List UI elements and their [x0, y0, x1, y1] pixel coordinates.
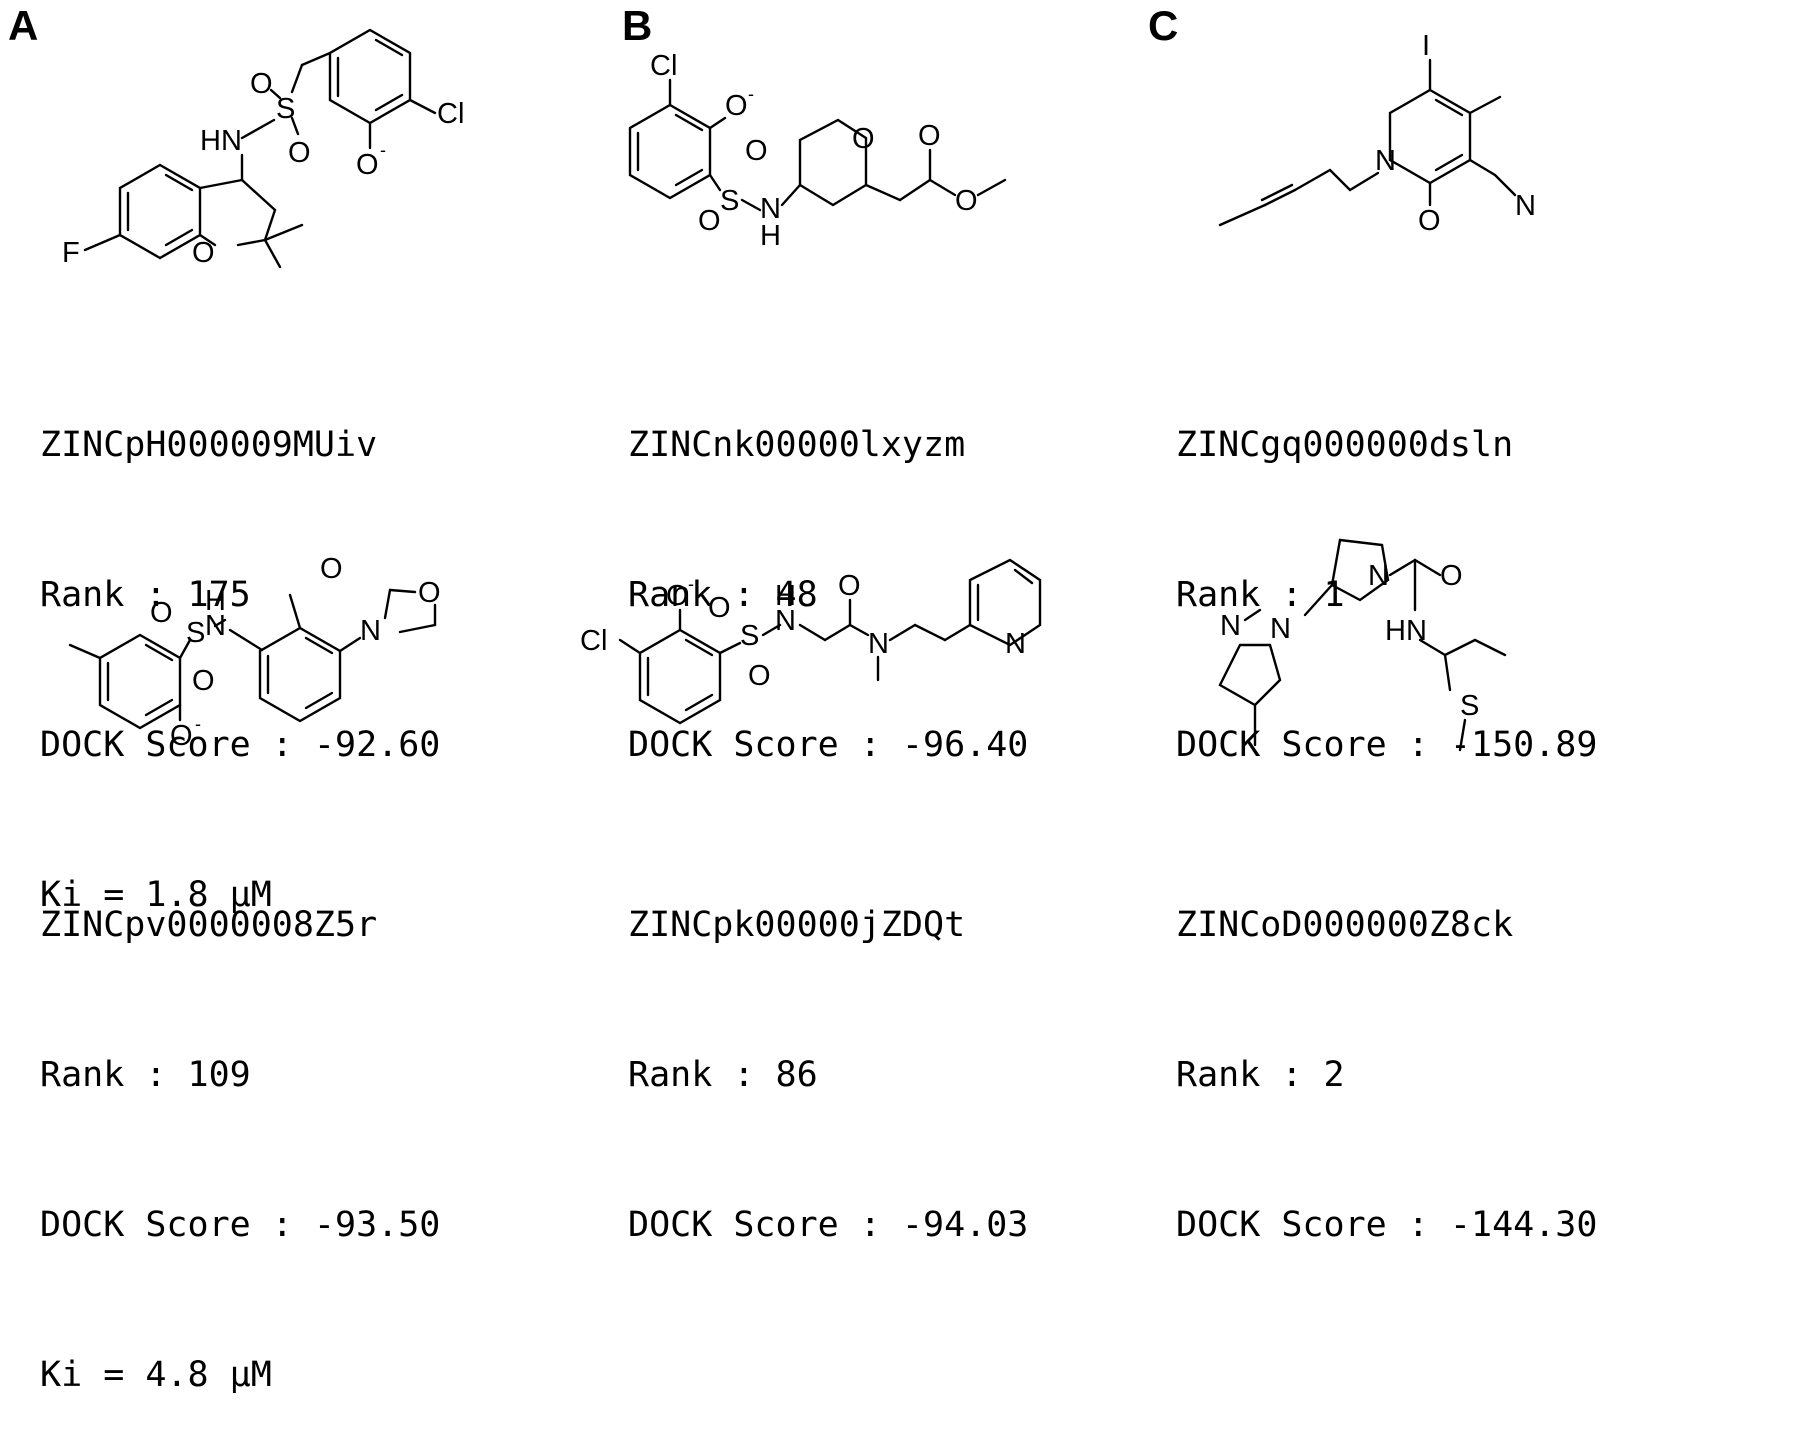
compound-rank: Rank : 2	[1176, 1055, 1345, 1095]
svg-text:O: O	[250, 68, 273, 100]
svg-text:H: H	[775, 580, 796, 612]
svg-text:O: O	[698, 205, 721, 237]
svg-text:S: S	[1460, 690, 1479, 722]
compound-id: ZINCgq000000dsln	[1176, 425, 1514, 465]
svg-text:N: N	[1005, 628, 1026, 660]
svg-text:Cl: Cl	[580, 625, 607, 657]
svg-text:O: O	[918, 120, 941, 152]
svg-text:H: H	[205, 585, 226, 617]
compound-id: ZINCpk00000jZDQt	[628, 905, 966, 945]
compound-info-a2: ZINCpv0000008Z5r Rank : 109 DOCK Score :…	[40, 800, 440, 1450]
svg-text:O: O	[1418, 205, 1441, 237]
compound-id: ZINCoD000000Z8ck	[1176, 905, 1514, 945]
compound-id: ZINCpv0000008Z5r	[40, 905, 378, 945]
svg-text:N: N	[205, 610, 226, 642]
compound-score: DOCK Score : -144.30	[1176, 1205, 1598, 1245]
svg-text:O: O	[170, 720, 193, 752]
svg-text:N: N	[868, 628, 889, 660]
svg-text:S: S	[276, 93, 295, 125]
compound-info-b2: ZINCpk00000jZDQt Rank : 86 DOCK Score : …	[628, 800, 1028, 1300]
molecule-a2: O - S O O H N N O O	[30, 540, 490, 770]
svg-text:O: O	[150, 597, 173, 629]
molecule-b1: Cl O - S O O N H O O O	[620, 40, 1040, 252]
svg-text:O: O	[288, 137, 311, 169]
svg-text:-: -	[748, 84, 754, 104]
svg-text:-: -	[380, 140, 386, 160]
svg-text:O: O	[748, 660, 771, 692]
molecule-a1: Cl O - S O O HN O F	[40, 10, 480, 300]
svg-text:O: O	[1440, 560, 1463, 592]
svg-text:N: N	[1270, 613, 1291, 645]
compound-ki: Ki = 4.8 μM	[40, 1355, 272, 1395]
svg-text:N: N	[360, 615, 381, 647]
svg-text:O: O	[418, 577, 441, 609]
svg-text:N: N	[1368, 560, 1389, 592]
svg-text:I: I	[1422, 30, 1430, 62]
svg-text:O: O	[192, 237, 215, 269]
svg-text:HN: HN	[1385, 615, 1427, 647]
bond	[328, 28, 412, 125]
compound-info-c2: ZINCoD000000Z8ck Rank : 2 DOCK Score : -…	[1176, 800, 1597, 1300]
panel-label-a: A	[8, 2, 39, 49]
compound-id: ZINCpH000009MUiv	[40, 425, 378, 465]
svg-text:HN: HN	[200, 125, 242, 157]
compound-info-c1: ZINCgq000000dsln Rank : 1 DOCK Score : -…	[1176, 320, 1597, 820]
svg-text:O: O	[725, 90, 748, 122]
compound-rank: Rank : 48	[628, 575, 818, 615]
compound-ki: Ki = 1.8 μM	[40, 875, 272, 915]
molecule-b2: Cl O - S O O H N O N N	[580, 545, 1100, 765]
svg-text:-: -	[195, 714, 201, 734]
svg-text:N: N	[1220, 610, 1241, 642]
compound-rank: Rank : 109	[40, 1055, 251, 1095]
svg-text:O: O	[852, 123, 875, 155]
svg-text:O: O	[666, 580, 689, 612]
svg-text:O: O	[192, 665, 215, 697]
svg-text:O: O	[745, 135, 768, 167]
svg-text:-: -	[688, 574, 694, 594]
svg-text:O: O	[708, 592, 731, 624]
svg-text:O: O	[955, 185, 978, 217]
svg-text:F: F	[62, 237, 80, 269]
svg-text:N: N	[775, 605, 796, 637]
molecule-c1: I N O N	[1200, 15, 1560, 245]
compound-info-a1: ZINCpH000009MUiv Rank : 175 DOCK Score :…	[40, 320, 440, 970]
compound-score: DOCK Score : -150.89	[1176, 725, 1598, 765]
svg-text:O: O	[356, 149, 379, 181]
svg-text:N: N	[760, 193, 781, 225]
molecule-c2: N O HN S N N	[1210, 520, 1570, 780]
compound-rank: Rank : 1	[1176, 575, 1345, 615]
panel-label-c: C	[1148, 2, 1179, 49]
compound-rank: Rank : 175	[40, 575, 251, 615]
svg-text:S: S	[720, 185, 739, 217]
compound-rank: Rank : 86	[628, 1055, 818, 1095]
svg-text:S: S	[186, 617, 205, 649]
compound-score: DOCK Score : -92.60	[40, 725, 441, 765]
compound-score: DOCK Score : -93.50	[40, 1205, 441, 1245]
svg-text:S: S	[740, 620, 759, 652]
svg-text:Cl: Cl	[650, 50, 677, 82]
panel-label-b: B	[622, 2, 653, 49]
compound-info-b1: ZINCnk00000lxyzm Rank : 48 DOCK Score : …	[628, 320, 1028, 820]
svg-text:O: O	[320, 553, 343, 585]
svg-text:N: N	[1375, 145, 1396, 177]
atom-label: Cl	[437, 98, 464, 130]
svg-text:H: H	[760, 220, 781, 252]
compound-score: DOCK Score : -96.40	[628, 725, 1029, 765]
compound-score: DOCK Score : -94.03	[628, 1205, 1029, 1245]
compound-id: ZINCnk00000lxyzm	[628, 425, 966, 465]
svg-text:O: O	[838, 570, 861, 602]
svg-text:N: N	[1515, 190, 1536, 222]
